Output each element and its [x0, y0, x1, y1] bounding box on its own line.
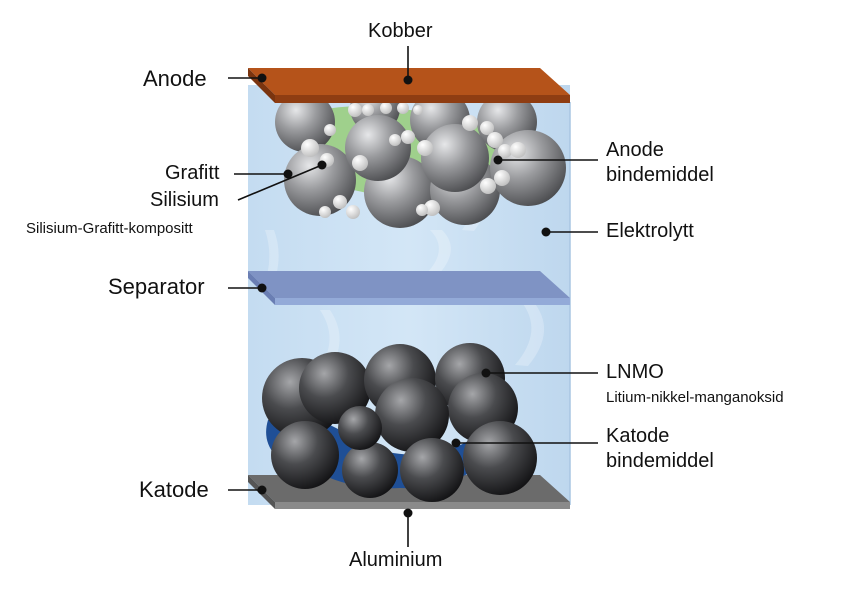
- label-aluminium: Aluminium: [349, 549, 443, 571]
- label-grafitt: Grafitt: [165, 162, 220, 184]
- label-silisium-grafitt-kompositt: Silisium-Grafitt-kompositt: [26, 220, 193, 237]
- label-lnmo: LNMO: [606, 361, 664, 383]
- silicon-particles: [301, 102, 526, 219]
- label-katode-binder-line1: Katode: [606, 425, 670, 447]
- label-anode-binder-line1: Anode: [606, 139, 664, 161]
- label-elektrolytt: Elektrolytt: [606, 220, 694, 242]
- label-separator: Separator: [108, 274, 205, 299]
- separator-edge: [275, 298, 570, 305]
- leader-lines: [228, 46, 598, 547]
- label-anode-binder-line2: bindemiddel: [606, 164, 714, 186]
- label-anode: Anode: [143, 66, 207, 91]
- leader-dots: [257, 73, 551, 518]
- label-kobber: Kobber: [368, 20, 433, 42]
- copper-collector-edge: [275, 95, 570, 103]
- label-lnmo-full: Litium-nikkel-manganoksid: [606, 389, 784, 406]
- label-silisium: Silisium: [150, 189, 219, 211]
- label-katode-binder-line2: bindemiddel: [606, 450, 714, 472]
- lnmo-particles: [262, 343, 537, 502]
- label-katode: Katode: [139, 477, 209, 502]
- aluminium-collector-edge: [275, 502, 570, 509]
- separator-membrane: [248, 271, 570, 298]
- copper-collector-side: [248, 68, 275, 103]
